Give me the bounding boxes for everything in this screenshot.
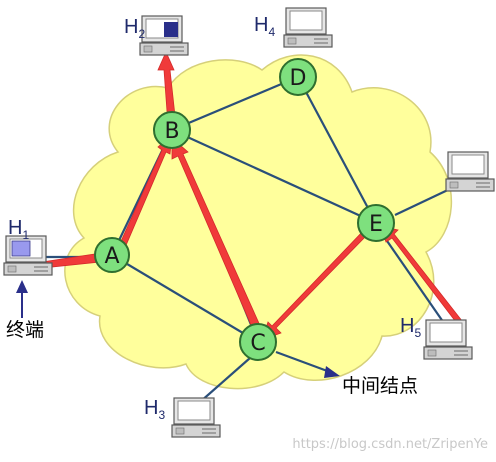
host-h1-label: H1 <box>8 217 29 242</box>
computer-icon <box>445 151 495 192</box>
node-e: E <box>357 204 395 242</box>
host-h5: H5 <box>400 315 473 360</box>
node-e-circle <box>357 204 395 242</box>
link-c-pointer <box>275 350 331 374</box>
link-c-h3 <box>199 357 251 403</box>
link-e-h5 <box>384 237 447 327</box>
host-right <box>445 151 495 192</box>
computer-icon <box>283 7 333 48</box>
host-h3-main: H <box>144 397 158 419</box>
host-h1-main: H <box>8 217 22 239</box>
link-b-e <box>171 128 377 225</box>
route-arrows <box>39 51 467 341</box>
host-h4-label: H4 <box>254 14 275 39</box>
node-e-label: E <box>369 212 383 237</box>
pointer-arrows <box>16 280 340 378</box>
link-d-e <box>297 76 377 224</box>
link-e-right-host <box>394 187 453 216</box>
node-a: A <box>94 237 130 273</box>
node-c: C <box>239 323 277 361</box>
host-h2: H2 <box>124 15 189 56</box>
node-c-circle <box>239 323 277 361</box>
host-h3: H3 <box>144 397 221 438</box>
link-a-c <box>111 254 259 343</box>
computer-icon <box>3 235 53 276</box>
host-h2-main: H <box>124 16 138 38</box>
host-h4: H4 <box>254 7 333 48</box>
host-h2-sub: 2 <box>138 27 145 41</box>
watermark: https://blog.csdn.net/ZripenYe <box>292 437 488 452</box>
node-a-circle <box>94 237 130 273</box>
node-d: D <box>279 58 317 96</box>
host-h2-label: H2 <box>124 16 145 41</box>
node-b-label: B <box>164 119 179 144</box>
node-c-label: C <box>250 331 265 356</box>
node-d-circle <box>279 58 317 96</box>
computer-icon <box>171 397 221 438</box>
node-a-label: A <box>104 244 119 269</box>
intermediate-node-pointer-head <box>324 366 340 378</box>
host-h3-label: H3 <box>144 397 165 422</box>
node-b-circle <box>153 111 191 149</box>
terminal-pointer-head <box>16 280 28 293</box>
host-h4-main: H <box>254 14 268 36</box>
computer-icon <box>139 15 189 56</box>
terminal-label: 终端 <box>6 319 44 341</box>
computer-icon <box>423 319 473 360</box>
intermediate-node-label: 中间结点 <box>342 375 418 397</box>
host-h3-sub: 3 <box>158 408 165 422</box>
host-h1: H1 <box>3 217 53 276</box>
host-h5-label: H5 <box>400 315 421 340</box>
node-d-label: D <box>290 66 307 91</box>
link-b-d <box>171 75 299 132</box>
node-b: B <box>153 111 191 149</box>
host-h5-main: H <box>400 315 414 337</box>
host-h1-sub: 1 <box>22 228 29 242</box>
host-h4-sub: 4 <box>268 25 275 39</box>
host-h5-sub: 5 <box>414 326 421 340</box>
